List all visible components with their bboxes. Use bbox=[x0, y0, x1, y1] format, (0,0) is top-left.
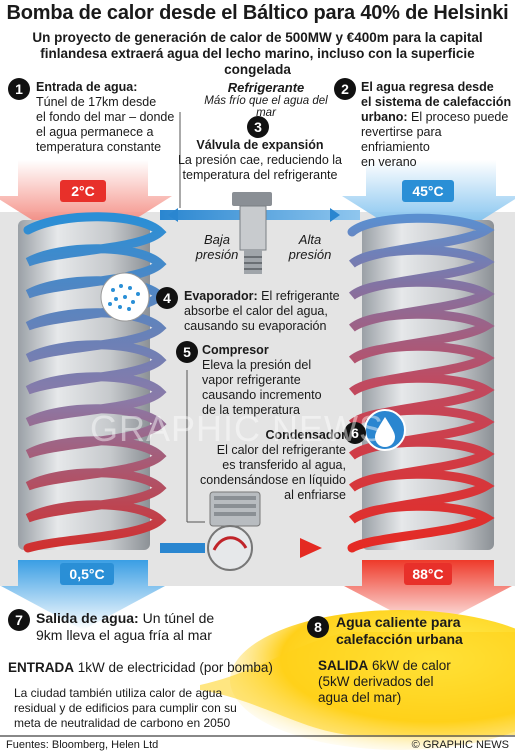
step-6-text: Condensador El calor del refrigerante es… bbox=[196, 428, 346, 503]
step-4-line: causando su evaporación bbox=[184, 319, 327, 333]
high-pressure-line: presión bbox=[288, 247, 332, 262]
step-7-title: Salida de agua: bbox=[36, 610, 139, 626]
temp-sea-in: 2°C bbox=[60, 180, 106, 202]
step-7-text: Salida de agua: Un túnel de 9km lleva el… bbox=[36, 610, 266, 644]
output-label: SALIDA bbox=[318, 658, 369, 673]
low-pressure-line: presión bbox=[195, 247, 239, 262]
high-pressure-line: Alta bbox=[298, 232, 322, 247]
note-line: La ciudad también utiliza calor de agua bbox=[14, 686, 223, 700]
step-3-badge: 3 bbox=[247, 116, 269, 138]
carbon-note: La ciudad también utiliza calor de agua … bbox=[14, 686, 304, 731]
step-7-line: Un túnel de bbox=[142, 610, 215, 626]
credit: © GRAPHIC NEWS bbox=[411, 739, 509, 751]
step-5-line: Eleva la presión del bbox=[202, 358, 312, 372]
refrigerant-subtitle: Más frío que el agua del mar bbox=[204, 95, 328, 119]
step-8-title-line: Agua caliente para bbox=[336, 614, 461, 630]
step-6-badge: 6 bbox=[344, 422, 366, 444]
subtitle-line-1: Un proyecto de generación de calor de 50… bbox=[32, 30, 483, 45]
subtitle-line-2: finlandesa extraerá agua del lecho marin… bbox=[40, 46, 475, 77]
output-text: 6kW de calor bbox=[372, 658, 451, 673]
output-line: (5kW derivados del bbox=[318, 674, 434, 689]
step-4-line: absorbe el calor del agua, bbox=[184, 304, 328, 318]
step-6-line: El calor del refrigerante bbox=[216, 443, 346, 457]
step-6-line: es transferido al agua, bbox=[222, 458, 346, 472]
step-5-line: vapor refrigerante bbox=[202, 373, 301, 387]
sources: Fuentes: Bloomberg, Helen Ltd bbox=[6, 739, 159, 751]
step-1-line: el fondo del mar – donde bbox=[36, 110, 175, 124]
step-8-title-line: calefacción urbana bbox=[336, 631, 463, 647]
step-1-line: temperatura constante bbox=[36, 140, 162, 154]
step-5-line: causando incremento bbox=[202, 388, 322, 402]
step-7-badge: 7 bbox=[8, 609, 30, 631]
temp-return-in: 45°C bbox=[402, 180, 454, 202]
step-2-title-line: el sistema de calefacción bbox=[361, 95, 512, 109]
step-5-badge: 5 bbox=[176, 341, 198, 363]
note-line: meta de neutralidad de carbono en 2050 bbox=[14, 716, 231, 730]
temp-sea-out: 0,5°C bbox=[60, 563, 114, 585]
step-4-text: Evaporador: El refrigerante absorbe el c… bbox=[184, 289, 356, 334]
step-2-title-line: urbano: bbox=[361, 110, 408, 124]
step-6-line: condensándose en líquido bbox=[200, 473, 346, 487]
step-2-line: en verano bbox=[361, 155, 417, 169]
step-6-title: Condensador bbox=[265, 428, 346, 442]
step-4-line: El refrigerante bbox=[261, 289, 340, 303]
step-1-text: Entrada de agua: Túnel de 17km desde el … bbox=[36, 80, 186, 155]
step-3-line: La presión cae, reduciendo la bbox=[177, 153, 342, 167]
note-line: residual y de edificios para cumplir con… bbox=[14, 701, 237, 715]
step-2-title-line: El agua regresa desde bbox=[361, 80, 494, 94]
step-3-title: Válvula de expansión bbox=[196, 138, 324, 152]
high-pressure-label: Alta presión bbox=[282, 232, 338, 262]
step-8-text: Agua caliente para calefacción urbana bbox=[336, 614, 506, 648]
page-title: Bomba de calor desde el Báltico para 40%… bbox=[6, 2, 509, 24]
watermark: GRAPHIC NEWS bbox=[90, 408, 385, 449]
step-4-badge: 4 bbox=[156, 287, 178, 309]
step-6-line: al enfriarse bbox=[284, 488, 346, 502]
input-text: 1kW de electricidad (por bomba) bbox=[77, 660, 273, 675]
step-5-line: de la temperatura bbox=[202, 403, 300, 417]
low-pressure-line: Baja bbox=[203, 232, 231, 247]
step-8-badge: 8 bbox=[307, 616, 329, 638]
step-4-title: Evaporador: bbox=[184, 289, 258, 303]
step-5-title: Compresor bbox=[202, 343, 269, 357]
energy-output: SALIDA 6kW de calor (5kW derivados del a… bbox=[318, 658, 508, 706]
step-1-line: el agua permanece a bbox=[36, 125, 154, 139]
step-7-line: 9km lleva el agua fría al mar bbox=[36, 627, 212, 643]
step-2-badge: 2 bbox=[334, 78, 356, 100]
output-line: agua del mar) bbox=[318, 690, 402, 705]
step-1-badge: 1 bbox=[8, 78, 30, 100]
energy-input: ENTRADA 1kW de electricidad (por bomba) bbox=[8, 660, 298, 675]
step-2-line: revertirse para enfriamiento bbox=[361, 125, 442, 154]
step-5-text: Compresor Eleva la presión del vapor ref… bbox=[202, 343, 352, 418]
step-3-line: temperatura del refrigerante bbox=[182, 168, 338, 182]
low-pressure-label: Baja presión bbox=[192, 232, 242, 262]
step-1-title: Entrada de agua: bbox=[36, 80, 138, 94]
temp-hot-out: 88°C bbox=[404, 563, 452, 585]
step-2-text: El agua regresa desde el sistema de cale… bbox=[361, 80, 513, 170]
refrigerant-label: Refrigerante Más frío que el agua del ma… bbox=[196, 80, 336, 119]
step-2-line: El proceso puede bbox=[411, 110, 509, 124]
step-1-line: Túnel de 17km desde bbox=[36, 95, 157, 109]
step-3-text: Válvula de expansión La presión cae, red… bbox=[170, 138, 350, 183]
refrigerant-title: Refrigerante bbox=[227, 80, 305, 95]
input-label: ENTRADA bbox=[8, 660, 74, 675]
subtitle: Un proyecto de generación de calor de 50… bbox=[6, 30, 509, 78]
